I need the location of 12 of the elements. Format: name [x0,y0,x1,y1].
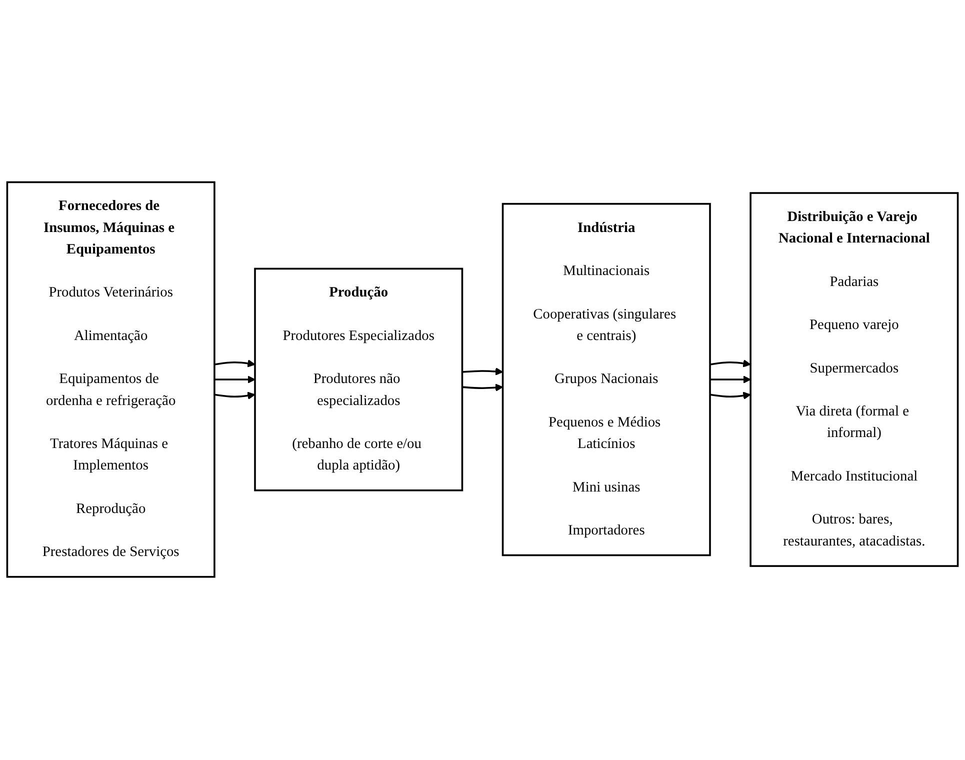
arrow [710,376,751,384]
node-box: Produção Produtores Especializados Produtores não especializados (rebanho de corte e/ou dupla aptidão) [254,268,464,492]
arrow [710,392,751,400]
node-box: Indústria Multinacionais Cooperativas (singulares e centrais) Grupos Nacionais Pequenos e Médios Laticínios Mini usinas Importadores [502,203,711,557]
node-box: Distribuição e Varejo Nacional e Internacional Padarias Pequeno varejo Supermercados Via direta (formal e informal) Mercado Institucional Outros: bares, restaurantes, atacadistas. [750,192,959,568]
arrow [462,368,504,376]
node-box: Fornecedores de Insumos, Máquinas e Equipamentos Produtos Veterinários Alimentação Equipamentos de ordenha e refrigeração Tratores Máquinas e Implementos Reprodução Prestadores de Serviços [6,182,216,578]
arrow [214,360,256,368]
arrow [462,384,504,392]
arrow [710,360,751,368]
arrow [214,392,256,400]
arrow [214,376,256,384]
